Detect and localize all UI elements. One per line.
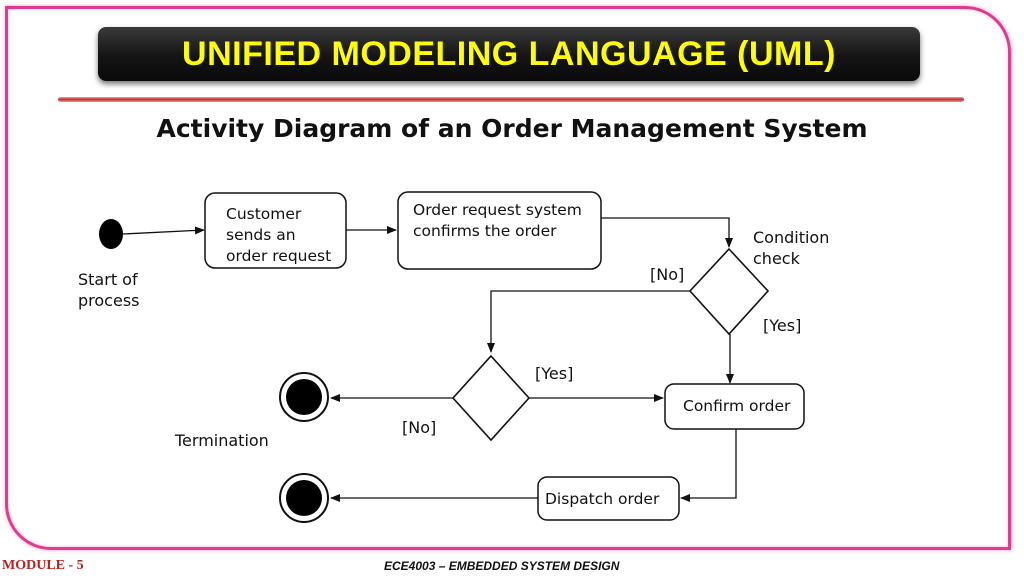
activity-customer-request-line1: Customer — [226, 205, 302, 223]
title-underline — [58, 97, 964, 102]
label-condition-line2: check — [753, 249, 801, 268]
label-cond1-no: [No] — [650, 265, 684, 284]
label-start-line1: Start of — [78, 270, 138, 289]
edge-confirm-to-dispatch — [680, 429, 737, 502]
slide-frame — [5, 6, 1011, 550]
decision-condition-check — [688, 247, 770, 336]
decision-second — [451, 354, 531, 442]
label-start-line2: process — [78, 291, 139, 310]
label-cond2-no: [No] — [402, 418, 436, 437]
activity-system-confirms-line1: Order request system — [413, 201, 582, 219]
diagram-subtitle: Activity Diagram of an Order Management … — [156, 114, 868, 143]
footer-course: ECE4003 – EMBEDDED SYSTEM DESIGN — [384, 559, 620, 573]
end-node-final-core — [286, 480, 322, 516]
label-condition-line1: Condition — [753, 228, 829, 247]
label-termination: Termination — [174, 431, 269, 450]
edge-condition-no — [487, 290, 690, 353]
activity-system-confirms — [397, 191, 602, 270]
activity-confirm-order — [664, 383, 805, 430]
start-node — [99, 219, 123, 249]
title-bar: UNIFIED MODELING LANGUAGE (UML) — [98, 27, 920, 81]
label-cond1-yes: [Yes] — [763, 316, 801, 335]
activity-system-confirms-line2: confirms the order — [413, 222, 557, 240]
slide-title: UNIFIED MODELING LANGUAGE (UML) — [182, 34, 836, 73]
activity-customer-request — [204, 192, 347, 269]
edge-start-to-request — [122, 226, 205, 235]
activity-dispatch-order-label: Dispatch order — [545, 490, 660, 508]
edge-system-to-condition — [601, 217, 733, 248]
activity-dispatch-order — [537, 476, 680, 521]
end-node-termination-core — [286, 379, 322, 415]
footer-module: MODULE - 5 — [2, 558, 84, 573]
activity-confirm-order-label: Confirm order — [683, 397, 791, 415]
label-cond2-yes: [Yes] — [535, 364, 573, 383]
activity-customer-request-line2: sends an — [226, 226, 296, 244]
activity-customer-request-line3: order request — [226, 247, 331, 265]
